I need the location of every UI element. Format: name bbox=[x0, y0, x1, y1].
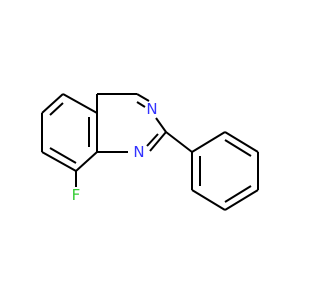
atom-label-f: F bbox=[72, 186, 81, 204]
bond-c5-c6 bbox=[41, 93, 64, 114]
bond-c2-n1 bbox=[149, 131, 167, 152]
bond-c2-n1-inner bbox=[146, 133, 159, 147]
bond-ph1-ph2 bbox=[191, 131, 226, 153]
bond-ph4-ph5-inner bbox=[224, 185, 252, 203]
bond-c4-n3 bbox=[136, 93, 150, 102]
molecule-diagram: N N F bbox=[41, 93, 259, 211]
bond-c7-c8 bbox=[41, 151, 77, 172]
bond-ph2-ph3 bbox=[224, 131, 259, 153]
atom-label-n3: N bbox=[146, 100, 157, 118]
atom-label-n1: N bbox=[133, 143, 144, 161]
bond-n3-c2 bbox=[155, 117, 167, 133]
bond-c4-n3-inner bbox=[136, 101, 146, 108]
bond-c8-c8a bbox=[75, 151, 98, 172]
bond-ph5-ph6 bbox=[191, 189, 226, 211]
bond-c4a-c5 bbox=[62, 93, 98, 114]
bond-c7-c8-inner bbox=[49, 147, 77, 164]
structure-canvas: N N F bbox=[41, 93, 259, 211]
bond-ph4-ph5 bbox=[224, 189, 259, 211]
bond-ph2-ph3-inner bbox=[224, 139, 252, 157]
bond-c2-phenyl bbox=[165, 131, 193, 153]
bond-c5-c6-inner bbox=[49, 102, 64, 116]
